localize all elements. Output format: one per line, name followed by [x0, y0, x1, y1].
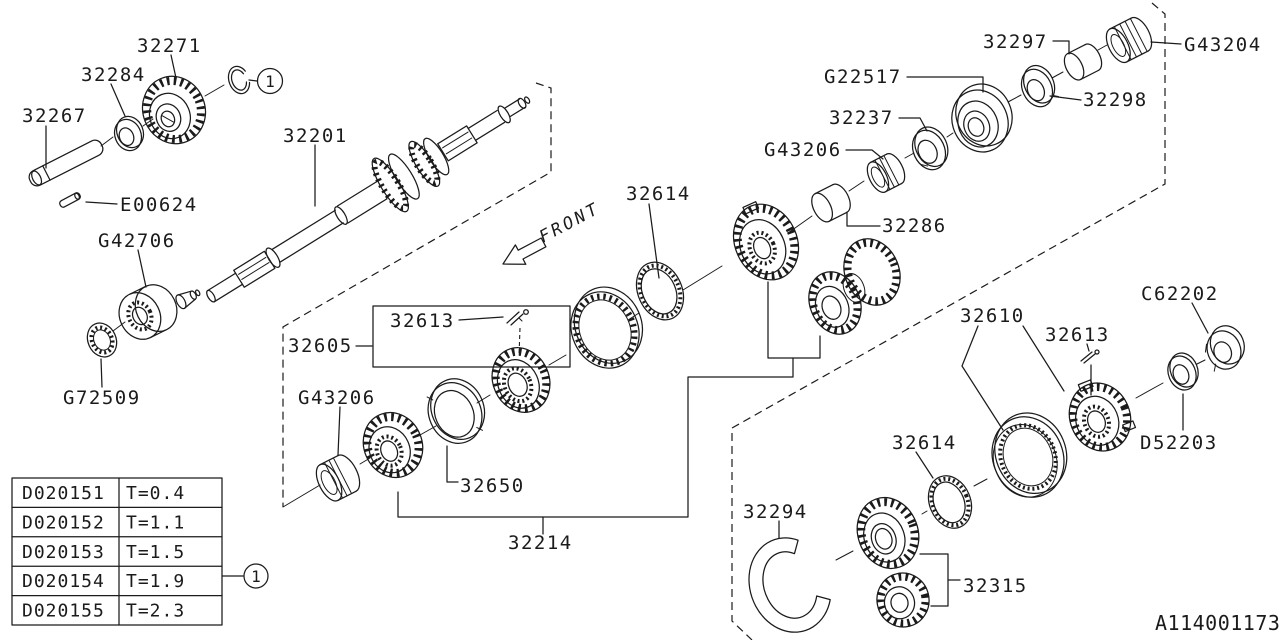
axis-lines — [100, 44, 1206, 561]
table-cell-thickness: T=2.3 — [126, 601, 185, 622]
part-label-32271: 32271 — [137, 35, 202, 57]
part-32267-pin — [28, 139, 104, 187]
part-g42706-bearing — [118, 284, 178, 340]
table-cell-part: D020155 — [22, 601, 105, 622]
part-synchro-hub — [732, 201, 800, 281]
front-arrow-icon — [502, 237, 547, 265]
part-g43204-needle — [1105, 16, 1153, 64]
part-shaft-tip-cone — [175, 289, 201, 310]
part-g22517-bearing — [951, 83, 1013, 153]
table-cell-thickness: T=1.5 — [126, 542, 185, 563]
front-direction-indicator: FRONT — [502, 199, 604, 265]
callout-1-table-number: 1 — [251, 567, 261, 586]
part-32294-snap-c-ring — [748, 537, 831, 633]
boundary-lines — [282, 2, 1166, 640]
part-label-g42706: G42706 — [98, 230, 176, 252]
part-label-g43206-left: G43206 — [298, 387, 376, 409]
part-sleeve-left — [570, 286, 644, 369]
part-label-g43206-right: G43206 — [764, 139, 842, 161]
part-label-32613-left: 32613 — [390, 310, 455, 332]
part-label-32298: 32298 — [1083, 89, 1148, 111]
table-cell-part: D020152 — [22, 512, 105, 533]
drawing-code: A114001173 — [1155, 611, 1280, 635]
part-label-g72509: G72509 — [63, 387, 141, 409]
part-label-32605: 32605 — [288, 335, 353, 357]
part-second-gear-front — [808, 271, 862, 335]
part-label-g22517: G22517 — [824, 66, 902, 88]
callout-1-table: 1 — [243, 563, 269, 589]
part-first-gear — [362, 412, 424, 478]
part-32613-key-right — [1080, 349, 1100, 364]
table-cell-part: D020154 — [22, 571, 105, 592]
part-32650-ring — [426, 378, 486, 444]
part-label-32286: 32286 — [882, 215, 947, 237]
part-label-32297: 32297 — [983, 31, 1048, 53]
callout-1-top: 1 — [256, 67, 284, 95]
part-c62202-locknut — [1204, 325, 1245, 372]
part-32610-sleeve — [991, 412, 1068, 498]
part-32201-mainshaft — [206, 96, 531, 303]
part-g72509-ring — [86, 322, 118, 358]
table-cell-part: D020151 — [22, 483, 105, 504]
part-label-32214: 32214 — [508, 532, 573, 554]
part-label-e00624: E00624 — [120, 194, 198, 216]
thickness-table: D020151 T=0.4 D020152 T=1.1 D020153 T=1.… — [11, 477, 223, 626]
part-32237-washer — [911, 126, 949, 171]
table-cell-thickness: T=1.9 — [126, 571, 185, 592]
part-label-32610: 32610 — [960, 305, 1025, 327]
part-32297-bushing — [1063, 43, 1103, 81]
part-32610-hub — [1068, 379, 1137, 452]
part-g43206-needle-left — [315, 454, 361, 502]
table-cell-part: D020153 — [22, 542, 105, 563]
part-32315-gear-top — [856, 497, 920, 569]
part-label-32614-mid: 32614 — [626, 183, 691, 205]
part-32286-bushing — [811, 183, 851, 223]
table-cell-thickness: T=1.1 — [126, 512, 185, 533]
part-32613-key-left — [506, 309, 529, 326]
part-label-32267: 32267 — [22, 105, 87, 127]
part-g43206-needle-right — [866, 153, 906, 193]
part-label-32294: 32294 — [743, 501, 808, 523]
label-box-32613 — [372, 305, 571, 368]
front-label: FRONT — [536, 199, 604, 248]
part-label-32613-right: 32613 — [1045, 324, 1110, 346]
part-label-g43204: G43204 — [1184, 34, 1262, 56]
part-32605-hub — [491, 347, 551, 413]
part-32298-ring — [1020, 64, 1060, 108]
callout-1-top-number: 1 — [265, 72, 275, 91]
part-label-32284: 32284 — [81, 64, 146, 86]
part-snap-ring — [227, 65, 251, 95]
part-32284-washer — [113, 115, 145, 152]
part-32614-ring-mid — [635, 261, 685, 321]
part-labels: 32271 32284 32267 32201 E00624 G42706 G7… — [22, 31, 1262, 597]
part-label-32614-right: 32614 — [892, 432, 957, 454]
part-label-32237: 32237 — [829, 107, 894, 129]
part-label-32650: 32650 — [460, 475, 525, 497]
part-label-c62202: C62202 — [1141, 283, 1219, 305]
part-32315-gear-bottom — [876, 572, 930, 628]
part-label-32201: 32201 — [283, 125, 348, 147]
part-e00624-pin — [59, 192, 81, 208]
part-d52203-washer — [1167, 352, 1199, 391]
part-second-gear-rear — [843, 238, 901, 306]
part-label-d52203: D52203 — [1140, 432, 1218, 454]
part-32614-ring-right — [927, 475, 973, 529]
table-cell-thickness: T=0.4 — [126, 483, 185, 504]
leader-lines — [45, 40, 1209, 607]
part-label-32315: 32315 — [963, 575, 1028, 597]
part-gear-cone — [842, 273, 866, 303]
